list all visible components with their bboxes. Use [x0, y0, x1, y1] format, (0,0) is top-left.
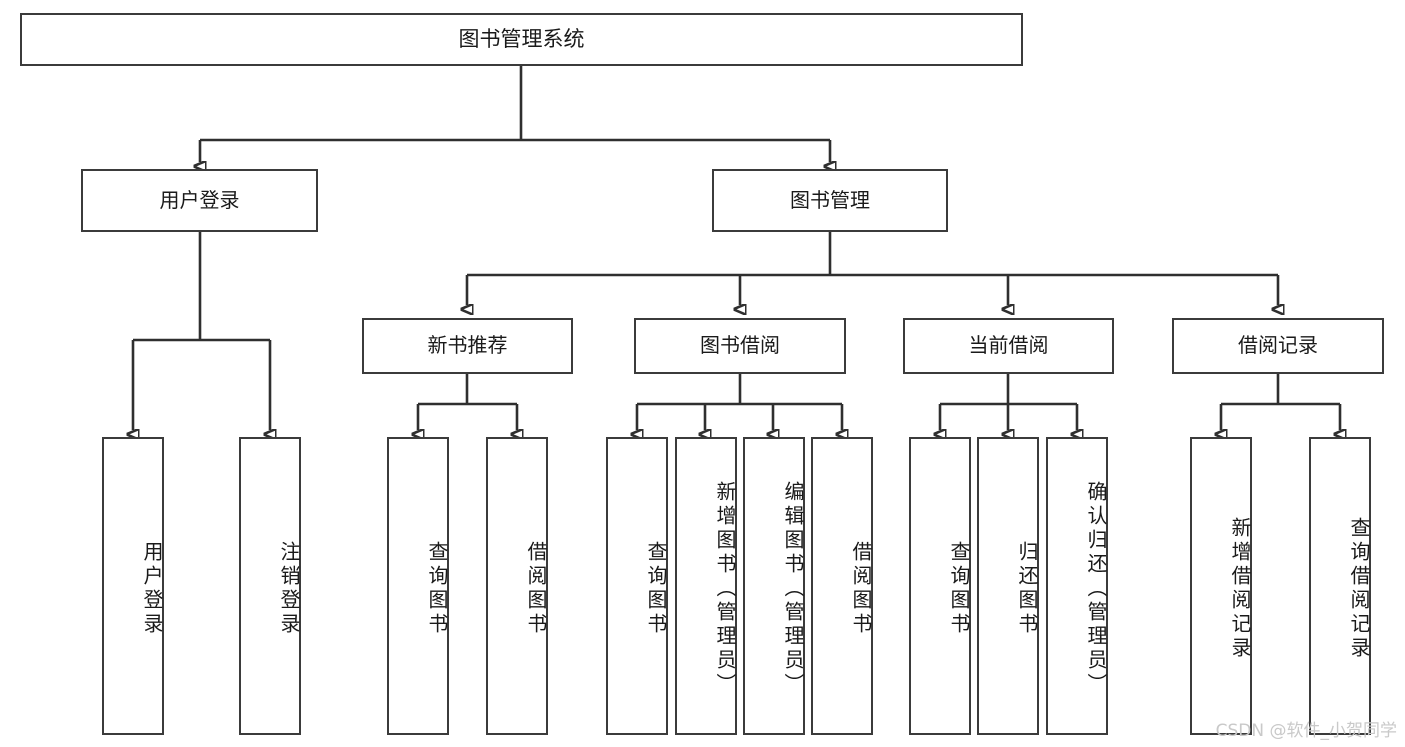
node-label: 查询图书: [425, 541, 449, 637]
node-label: 查询图书: [644, 541, 668, 637]
node-leaf-edit-book[interactable]: 编辑图书（管理员）: [743, 437, 805, 735]
node-leaf-add-record[interactable]: 新增借阅记录: [1190, 437, 1252, 735]
node-leaf-query-record[interactable]: 查询借阅记录: [1309, 437, 1371, 735]
node-borrow-record[interactable]: 借阅记录: [1172, 318, 1384, 374]
node-leaf-query-book-2[interactable]: 查询图书: [606, 437, 668, 735]
node-root-system[interactable]: 图书管理系统: [20, 13, 1023, 66]
node-label: 图书管理: [790, 187, 870, 212]
node-book-manage[interactable]: 图书管理: [712, 169, 948, 232]
node-book-borrow[interactable]: 图书借阅: [634, 318, 846, 374]
csdn-watermark: CSDN @软件_小贺同学: [1215, 721, 1397, 741]
node-label: 用户登录: [159, 187, 240, 212]
node-label: 查询图书: [947, 541, 971, 637]
node-label: 归还图书: [1015, 541, 1039, 637]
node-leaf-query-book-3[interactable]: 查询图书: [909, 437, 971, 735]
node-label: 用户登录: [140, 541, 164, 637]
node-current-borrow[interactable]: 当前借阅: [903, 318, 1114, 374]
node-leaf-return-book[interactable]: 归还图书: [977, 437, 1039, 735]
node-label: 新增图书（管理员）: [713, 481, 737, 697]
node-leaf-confirm-return[interactable]: 确认归还（管理员）: [1046, 437, 1108, 735]
node-label: 图书借阅: [700, 333, 780, 358]
node-leaf-borrow-book-1[interactable]: 借阅图书: [486, 437, 548, 735]
node-label: 新书推荐: [427, 333, 508, 358]
node-label: 图书管理系统: [458, 27, 585, 52]
node-label: 借阅图书: [849, 541, 873, 637]
node-label: 新增借阅记录: [1228, 517, 1252, 661]
node-leaf-add-book[interactable]: 新增图书（管理员）: [675, 437, 737, 735]
node-leaf-user-login[interactable]: 用户登录: [102, 437, 164, 735]
node-label: 借阅记录: [1238, 333, 1318, 358]
node-label: 确认归还（管理员）: [1084, 481, 1108, 697]
node-leaf-query-book-1[interactable]: 查询图书: [387, 437, 449, 735]
node-new-book-recommend[interactable]: 新书推荐: [362, 318, 573, 374]
node-user-login[interactable]: 用户登录: [81, 169, 318, 232]
node-label: 查询借阅记录: [1347, 517, 1371, 661]
node-label: 当前借阅: [968, 333, 1049, 358]
node-label: 编辑图书（管理员）: [781, 481, 805, 697]
node-leaf-user-logout[interactable]: 注销登录: [239, 437, 301, 735]
node-leaf-borrow-book-2[interactable]: 借阅图书: [811, 437, 873, 735]
node-label: 借阅图书: [524, 541, 548, 637]
node-label: 注销登录: [277, 541, 301, 637]
